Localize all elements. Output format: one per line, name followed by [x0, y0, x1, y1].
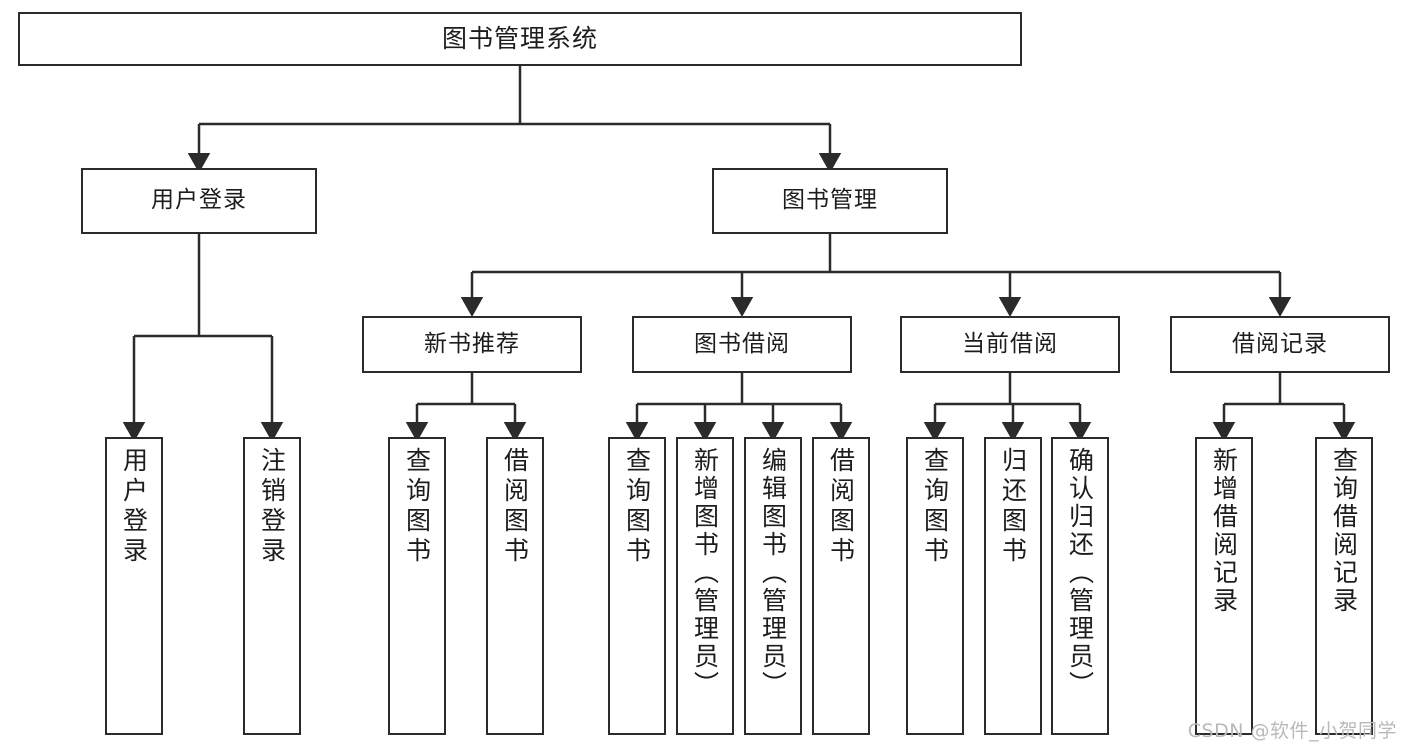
node-book-manage[interactable]: 图书管理 [712, 168, 948, 234]
node-leaf-query-book-3[interactable]: 查询图书 [906, 437, 964, 735]
node-leaf-confirm-return[interactable]: 确认归还（管理员） [1051, 437, 1109, 735]
node-leaf-add-record[interactable]: 新增借阅记录 [1195, 437, 1253, 735]
node-leaf-query-book-1[interactable]: 查询图书 [388, 437, 446, 735]
node-label: 图书管理系统 [441, 24, 598, 54]
node-leaf-return-book[interactable]: 归还图书 [984, 437, 1042, 735]
node-label: 确认归还（管理员） [1065, 447, 1095, 699]
node-label: 新增借阅记录 [1209, 447, 1239, 615]
node-label: 新增图书（管理员） [690, 447, 720, 699]
node-label: 注销登录 [257, 447, 287, 567]
node-label: 借阅图书 [826, 447, 856, 567]
node-leaf-logout[interactable]: 注销登录 [243, 437, 301, 735]
node-leaf-borrow-book-2[interactable]: 借阅图书 [812, 437, 870, 735]
node-borrow-record[interactable]: 借阅记录 [1170, 316, 1390, 373]
node-label: 图书借阅 [694, 330, 790, 357]
node-leaf-query-book-2[interactable]: 查询图书 [608, 437, 666, 735]
node-label: 图书管理 [782, 187, 878, 214]
node-root-system[interactable]: 图书管理系统 [18, 12, 1022, 66]
node-label: 查询图书 [402, 447, 432, 567]
node-label: 用户登录 [151, 187, 247, 214]
node-label: 新书推荐 [424, 330, 520, 357]
node-label: 当前借阅 [962, 330, 1058, 357]
node-current-borrow[interactable]: 当前借阅 [900, 316, 1120, 373]
node-label: 查询图书 [920, 447, 950, 567]
node-label: 编辑图书（管理员） [758, 447, 788, 699]
node-label: 归还图书 [998, 447, 1028, 567]
node-book-borrow[interactable]: 图书借阅 [632, 316, 852, 373]
node-new-book-recommend[interactable]: 新书推荐 [362, 316, 582, 373]
node-leaf-add-book[interactable]: 新增图书（管理员） [676, 437, 734, 735]
node-label: 查询借阅记录 [1329, 447, 1359, 615]
node-leaf-user-login[interactable]: 用户登录 [105, 437, 163, 735]
node-label: 查询图书 [622, 447, 652, 567]
node-leaf-edit-book[interactable]: 编辑图书（管理员） [744, 437, 802, 735]
node-leaf-query-record[interactable]: 查询借阅记录 [1315, 437, 1373, 735]
node-label: 用户登录 [119, 447, 149, 567]
node-label: 借阅记录 [1232, 330, 1328, 357]
node-label: 借阅图书 [500, 447, 530, 567]
node-user-login[interactable]: 用户登录 [81, 168, 317, 234]
node-leaf-borrow-book-1[interactable]: 借阅图书 [486, 437, 544, 735]
